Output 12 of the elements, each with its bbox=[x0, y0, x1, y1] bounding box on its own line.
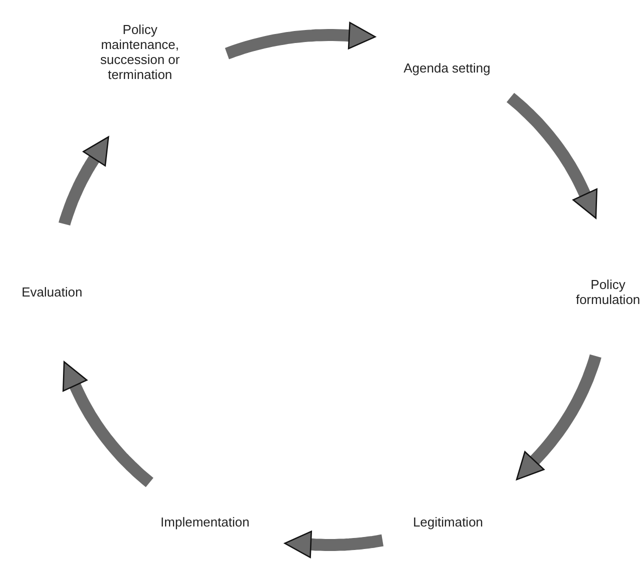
stage-label: Policy maintenance, succession or termination bbox=[85, 22, 195, 82]
curved-arrow bbox=[62, 361, 154, 488]
curved-arrow bbox=[284, 530, 386, 558]
curved-arrow bbox=[58, 136, 110, 228]
curved-arrow bbox=[516, 354, 602, 480]
stage-label: Evaluation bbox=[7, 284, 97, 300]
stage-label: Implementation bbox=[145, 514, 265, 530]
stage-label: Legitimation bbox=[393, 514, 503, 530]
curved-arrow bbox=[506, 92, 598, 219]
curved-arrow bbox=[224, 22, 376, 60]
stage-label: Policy formulation bbox=[568, 277, 644, 307]
stage-label: Agenda setting bbox=[387, 60, 507, 76]
